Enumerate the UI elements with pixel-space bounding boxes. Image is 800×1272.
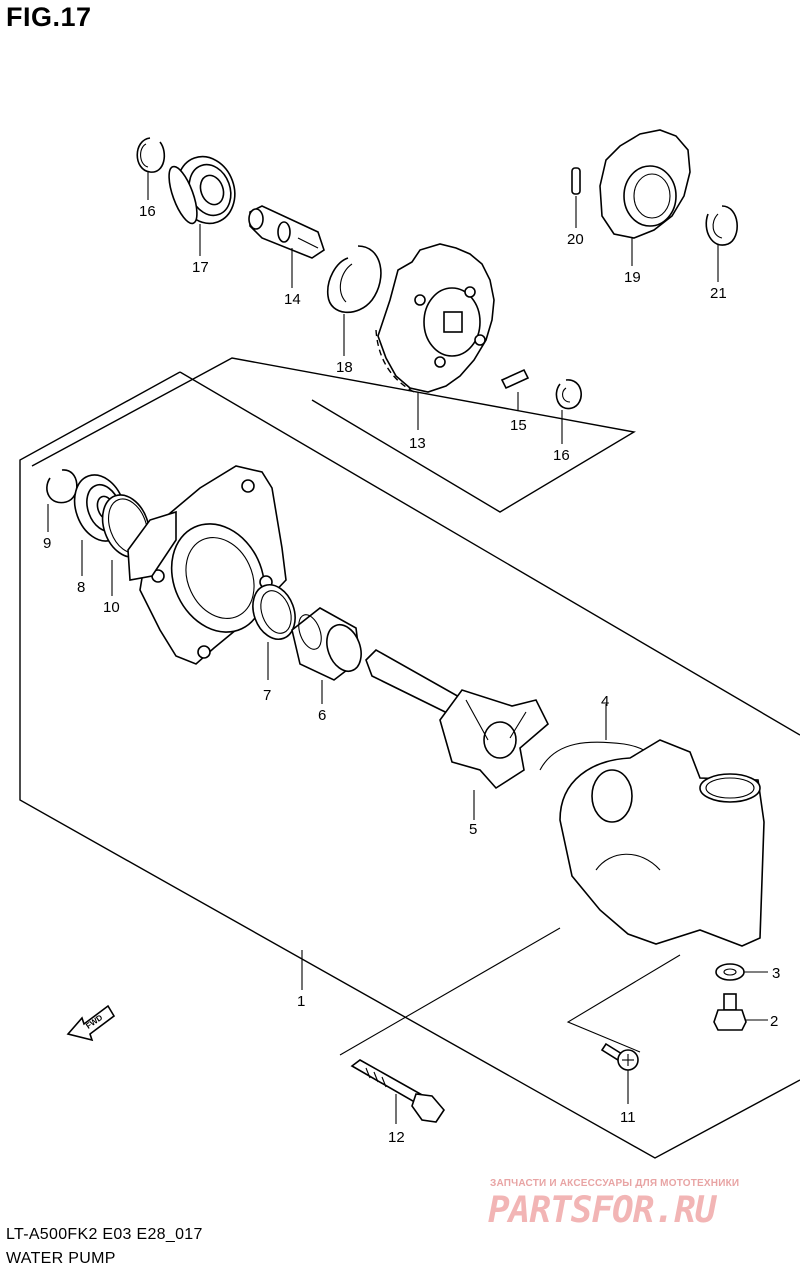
circlip-18 [326, 245, 382, 314]
figure-title: FIG.17 [6, 2, 92, 32]
pump-cover-4 [539, 739, 765, 947]
callout-19: 19 [624, 269, 641, 286]
circlip-21 [705, 205, 738, 246]
drain-bolt-2 [713, 993, 747, 1031]
callout-16-right: 16 [553, 447, 570, 464]
callout-7: 7 [263, 687, 271, 704]
callout-9: 9 [43, 535, 51, 552]
gear-13 [375, 243, 495, 393]
callout-17: 17 [192, 259, 209, 276]
circlip-9 [46, 469, 78, 504]
section-name: WATER PUMP [6, 1250, 116, 1267]
seal-ring-7 [252, 584, 296, 640]
bolt-12-bracket [339, 927, 561, 1056]
gear-19 [599, 129, 691, 239]
assembly-frame [19, 371, 800, 1159]
callout-5: 5 [469, 821, 477, 838]
pin-15 [500, 368, 530, 390]
callout-6: 6 [318, 707, 326, 724]
callout-4: 4 [601, 693, 609, 710]
callout-1: 1 [297, 993, 305, 1010]
assembly-frame-top [179, 371, 800, 736]
shaft-14 [248, 205, 325, 259]
callout-3: 3 [772, 965, 780, 982]
callout-8: 8 [77, 579, 85, 596]
callout-18: 18 [336, 359, 353, 376]
callout-20: 20 [567, 231, 584, 248]
pump-case-plate [127, 465, 287, 665]
pin-20 [571, 167, 581, 195]
bearing-17 [168, 155, 236, 225]
subassembly-bracket [31, 357, 636, 513]
bolt-12 [350, 1059, 446, 1123]
callout-12: 12 [388, 1129, 405, 1146]
screw-11 [600, 1042, 639, 1071]
callout-21: 21 [710, 285, 727, 302]
circlip-16-right [555, 379, 582, 410]
callout-2: 2 [770, 1013, 778, 1030]
bolt-11-bracket [566, 954, 681, 1053]
callout-14: 14 [284, 291, 301, 308]
mechanical-seal-6 [291, 607, 362, 681]
callout-13: 13 [409, 435, 426, 452]
washer-3 [715, 963, 745, 981]
callout-16-top: 16 [139, 203, 156, 220]
watermark-tagline: ЗАПЧАСТИ И АКСЕССУАРЫ ДЛЯ МОТОТЕХНИКИ [490, 1178, 740, 1189]
watermark-brand-logo: PARTSFOR.RU [488, 1190, 716, 1231]
fwd-arrow-icon: FWD [66, 1004, 116, 1042]
callout-11: 11 [620, 1109, 636, 1126]
model-code: LT-A500FK2 E03 E28_017 [6, 1226, 203, 1243]
callout-15: 15 [510, 417, 527, 434]
impeller-5 [365, 649, 549, 790]
callout-10: 10 [103, 599, 120, 616]
circlip-16-top [136, 137, 166, 173]
